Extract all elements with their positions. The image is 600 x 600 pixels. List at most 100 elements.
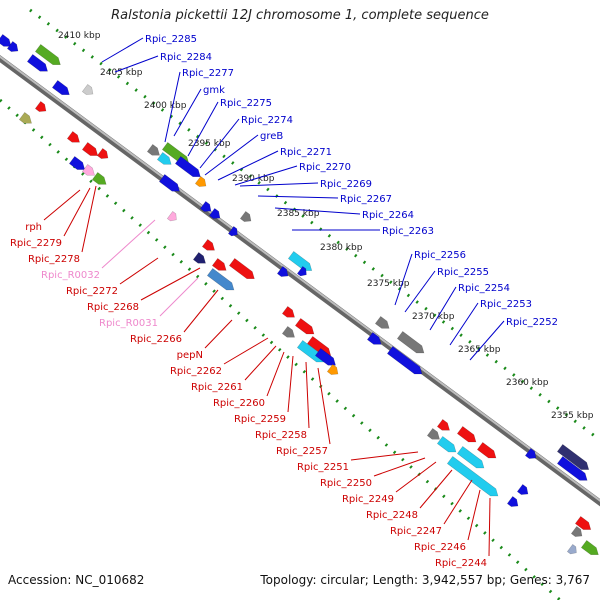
gene-block-top[interactable]	[386, 346, 424, 377]
gene-block-bottom[interactable]	[456, 426, 478, 445]
gene-block-top[interactable]	[81, 84, 95, 97]
gene-block-top[interactable]	[0, 34, 14, 50]
gene-block-top[interactable]	[574, 516, 593, 533]
gene-block-top[interactable]	[194, 176, 208, 189]
gene-leader-line	[114, 55, 159, 73]
gene-block-bottom[interactable]	[68, 156, 87, 173]
gene-leader-line	[164, 71, 181, 143]
gene-block-bottom[interactable]	[91, 172, 109, 188]
gene-block-top[interactable]	[556, 456, 590, 484]
gene-block-top[interactable]	[239, 211, 253, 224]
gene-block-top[interactable]	[580, 540, 600, 558]
gene-block-top[interactable]	[396, 331, 426, 356]
gene-leader-line	[119, 257, 159, 285]
gene-label-bottom: Rpic_2258	[255, 430, 307, 441]
outer-tick-track	[29, 8, 600, 442]
gene-block-bottom[interactable]	[66, 131, 82, 145]
gene-label-top: Rpic_2284	[160, 52, 212, 63]
gene-block-top[interactable]	[174, 156, 203, 180]
gene-block-bottom[interactable]	[456, 446, 486, 471]
gene-label-bottom: Rpic_2251	[297, 462, 349, 473]
gene-leader-line	[449, 302, 479, 346]
gene-label-bottom: Rpic_2246	[414, 542, 466, 553]
gene-leader-line	[223, 337, 269, 365]
gene-leader-line	[101, 37, 144, 63]
gene-label-top: Rpic_2277	[182, 68, 234, 79]
gene-leader-line	[469, 320, 505, 361]
gene-block-top[interactable]	[296, 266, 309, 278]
gene-label-top: Rpic_2254	[458, 283, 510, 294]
gene-block-bottom[interactable]	[506, 496, 520, 509]
gene-block-top[interactable]	[566, 544, 579, 556]
kbp-tick-label: 2360 kbp	[506, 378, 549, 388]
gene-leader-line	[266, 351, 285, 397]
gene-block-bottom[interactable]	[96, 148, 110, 161]
gene-block-top[interactable]	[158, 174, 182, 194]
gene-block-top[interactable]	[6, 41, 20, 54]
gene-block-bottom[interactable]	[436, 419, 452, 433]
gene-block-bottom[interactable]	[446, 456, 500, 499]
gene-block-top[interactable]	[556, 444, 591, 473]
gene-label-top: Rpic_2255	[437, 267, 489, 278]
gene-label-bottom: Rpic_2260	[213, 398, 265, 409]
gene-label-top: Rpic_2267	[340, 194, 392, 205]
gene-label-top: Rpic_2269	[320, 179, 372, 190]
gene-leader-line	[404, 270, 436, 313]
gene-block-bottom[interactable]	[426, 428, 442, 442]
gene-label-bottom: pepN	[177, 350, 203, 361]
gene-block-top[interactable]	[276, 266, 290, 279]
gene-block-top[interactable]	[524, 448, 538, 461]
gene-block-bottom[interactable]	[516, 484, 530, 497]
gene-block-bottom[interactable]	[81, 164, 97, 178]
gene-block-top[interactable]	[374, 316, 392, 332]
gene-block-bottom[interactable]	[281, 306, 297, 320]
gene-block-bottom[interactable]	[294, 318, 316, 337]
gene-block-bottom[interactable]	[281, 326, 297, 340]
gene-block-bottom[interactable]	[211, 258, 229, 274]
gene-block-bottom[interactable]	[192, 252, 208, 266]
gene-label-bottom: Rpic_2262	[170, 366, 222, 377]
gene-block-bottom[interactable]	[326, 364, 340, 377]
gene-block-bottom[interactable]	[18, 112, 34, 126]
gene-block-top[interactable]	[34, 44, 63, 68]
gene-label-top: Rpic_2275	[220, 98, 272, 109]
gene-block-top[interactable]	[26, 54, 50, 74]
kbp-tick-label: 2375 kbp	[367, 279, 410, 289]
gene-block-bottom[interactable]	[436, 436, 458, 455]
gene-block-top[interactable]	[51, 80, 72, 98]
gene-label-top: gmk	[203, 85, 225, 96]
gene-block-bottom[interactable]	[228, 258, 257, 282]
gene-leader-line	[183, 289, 219, 333]
gene-block-bottom[interactable]	[206, 268, 236, 293]
gene-block-bottom[interactable]	[314, 348, 338, 368]
gene-block-top[interactable]	[146, 144, 162, 158]
gene-leader-line	[43, 189, 81, 221]
gene-leader-line	[394, 253, 413, 306]
gene-label-bottom: Rpic_2278	[28, 254, 80, 265]
chromosome-backbone-highlight	[0, 55, 600, 502]
gene-leader-line	[204, 319, 233, 349]
kbp-tick-label: 2410 kbp	[58, 31, 101, 41]
gene-label-bottom: Rpic_2266	[130, 334, 182, 345]
gene-block-top[interactable]	[199, 201, 213, 214]
gene-block-bottom[interactable]	[476, 442, 498, 461]
gene-label-bottom: Rpic_R0032	[41, 270, 100, 281]
gene-label-bottom: Rpic_2248	[366, 510, 418, 521]
gene-leader-line	[244, 345, 277, 381]
gene-block-top[interactable]	[287, 251, 314, 274]
gene-label-bottom: Rpic_2249	[342, 494, 394, 505]
gene-block-bottom[interactable]	[81, 142, 100, 159]
gene-block-bottom[interactable]	[34, 101, 48, 114]
gene-block-top[interactable]	[208, 208, 222, 221]
gene-block-bottom[interactable]	[166, 211, 179, 223]
gene-block-top[interactable]	[156, 152, 174, 168]
gene-label-bottom: Rpic_2272	[66, 286, 118, 297]
gene-label-top: Rpic_2285	[145, 34, 197, 45]
gene-block-top[interactable]	[227, 226, 240, 238]
gene-label-top: greB	[260, 131, 283, 142]
gene-label-bottom: Rpic_2261	[191, 382, 243, 393]
gene-block-top[interactable]	[366, 332, 384, 348]
gene-block-top[interactable]	[570, 526, 584, 539]
gene-block-bottom[interactable]	[201, 239, 217, 253]
